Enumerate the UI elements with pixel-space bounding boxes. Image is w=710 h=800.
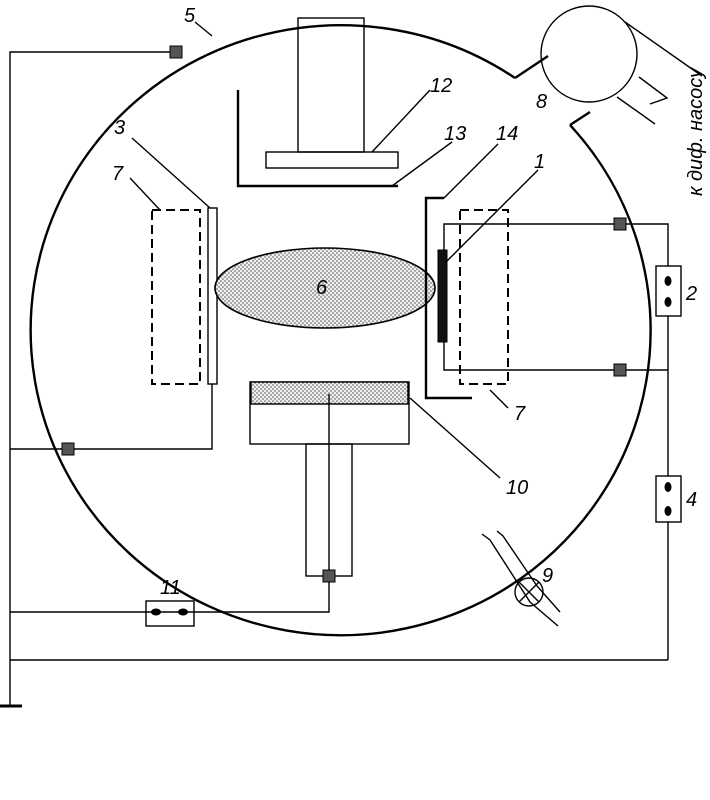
right-electrode-wire-bottom bbox=[443, 342, 620, 371]
gauge-bulb bbox=[514, 577, 544, 607]
label-14: 14 bbox=[496, 123, 518, 145]
feedthrough bbox=[613, 217, 627, 231]
leader-10 bbox=[409, 397, 501, 479]
label-1: 1 bbox=[534, 151, 545, 173]
wire-right-mid bbox=[620, 369, 669, 476]
left-electrode bbox=[207, 207, 218, 385]
label-6: 6 bbox=[316, 277, 328, 299]
feedthrough bbox=[61, 442, 75, 456]
right-magnet bbox=[459, 209, 509, 385]
label-3: 3 bbox=[114, 117, 125, 139]
wire-top-left bbox=[9, 51, 176, 706]
chamber-wall bbox=[29, 24, 652, 637]
top-holder-plate bbox=[265, 151, 399, 169]
wire-substrate bbox=[10, 576, 330, 613]
feedthrough bbox=[613, 363, 627, 377]
pump-line bbox=[624, 21, 703, 77]
right-electrode bbox=[437, 249, 448, 343]
top-holder-stem bbox=[297, 17, 365, 153]
leader-12 bbox=[371, 89, 431, 153]
label-9: 9 bbox=[542, 565, 553, 587]
leader-7a bbox=[129, 177, 161, 211]
wire-left-electrode bbox=[10, 384, 213, 450]
plasma-zone bbox=[214, 247, 436, 329]
feedthrough bbox=[169, 45, 183, 59]
label-10: 10 bbox=[506, 477, 528, 499]
left-magnet bbox=[151, 209, 201, 385]
label-13: 13 bbox=[444, 123, 466, 145]
component-4-box bbox=[655, 475, 682, 523]
label-7b: 7 bbox=[514, 403, 526, 425]
feedthrough bbox=[322, 569, 336, 583]
component-2-box bbox=[655, 265, 682, 317]
label-2: 2 bbox=[685, 283, 697, 305]
leader-1 bbox=[445, 169, 539, 263]
pump-line bbox=[616, 96, 656, 125]
label-4: 4 bbox=[686, 489, 697, 511]
pump-label: к диф. насосу bbox=[685, 67, 707, 196]
pump-port-edge bbox=[514, 55, 549, 79]
leader-13 bbox=[391, 141, 453, 187]
leader-14 bbox=[443, 143, 499, 199]
leader-3 bbox=[131, 137, 211, 209]
pump-arrow-shaft bbox=[638, 76, 668, 99]
right-electrode-wire-top bbox=[443, 223, 620, 250]
leader-7b bbox=[489, 389, 509, 409]
label-8: 8 bbox=[536, 91, 547, 113]
label-7a: 7 bbox=[112, 163, 124, 185]
pump-port-edge bbox=[569, 110, 591, 127]
leader-5 bbox=[194, 21, 213, 37]
diffusion-pump bbox=[540, 5, 638, 103]
component-11-box bbox=[145, 600, 195, 627]
label-5: 5 bbox=[184, 5, 196, 27]
label-11: 11 bbox=[160, 577, 181, 599]
gauge-tube bbox=[481, 533, 559, 627]
wire-right-top bbox=[620, 223, 669, 266]
feedthroughs bbox=[61, 45, 627, 583]
gauge-tube bbox=[496, 530, 561, 613]
right-shield bbox=[424, 196, 472, 400]
pump-arrow bbox=[638, 76, 669, 105]
top-shield bbox=[236, 90, 398, 188]
label-12: 12 bbox=[430, 75, 452, 97]
